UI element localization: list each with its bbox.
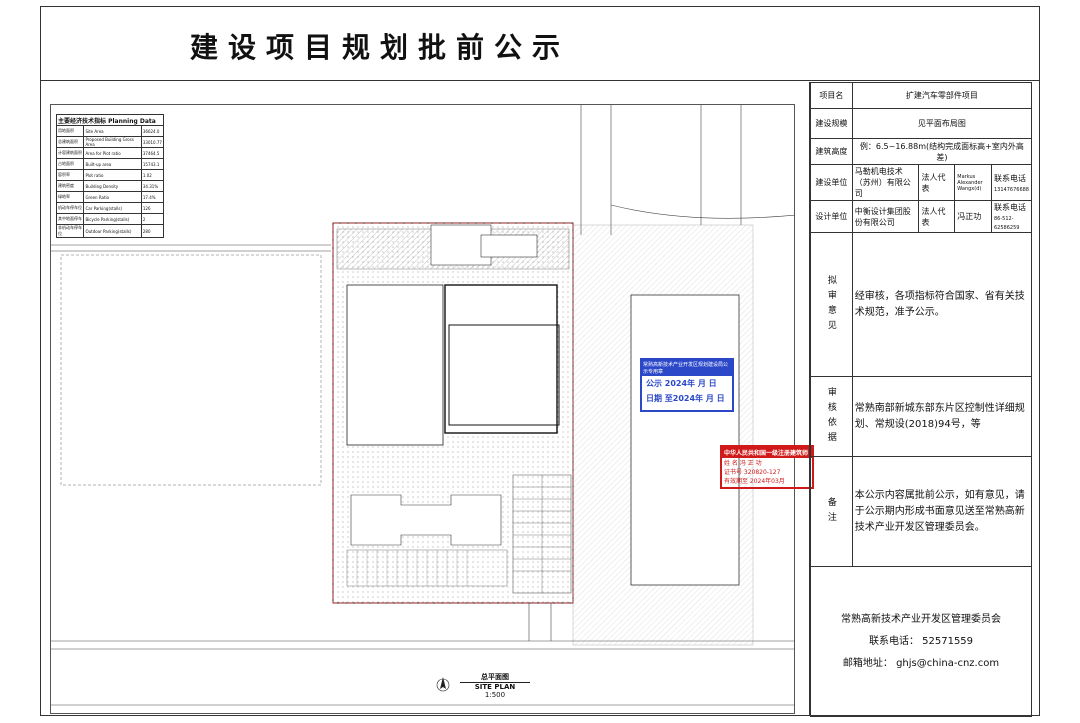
builder-value: 马勒机电技术（苏州）有限公司 [851,164,920,201]
designer-legal: 冯正功 [954,200,992,233]
publication-stamp: 常熟高新技术产业开发区规划建设局公示专用章 公示 2024年 月 日 日期 至2… [640,358,734,412]
contact-label-2: 联系电话 [994,203,1026,212]
document-sheet [40,6,1040,716]
builder-phone-value: 13147676688 [994,186,1029,193]
remarks-text: 本公示内容属批前公示，如有意见，请于公示期内形成书面意见送至常熟高新技术产业开发… [851,456,1033,567]
table-cell: 2 [140,213,165,225]
height-value: 例：6.5~16.88m(结构完成面标高+室内外高差) [851,138,1033,165]
table-cell: 容积率 [55,169,85,181]
seal-header: 中华人民共和国一级注册建筑师 [722,447,812,458]
table-cell: 37464.5 [140,147,165,159]
contact-label: 联系电话 [994,173,1026,183]
table-cell: 机动车停车位 [55,202,85,214]
table-cell: 1.02 [140,169,165,181]
seal-date: 有效期至 2024年03月 [724,478,785,485]
table-cell: Area for Plot ratio [83,147,142,159]
project-label: 项目名 [810,82,853,109]
table-cell: 36624.0 [140,125,165,137]
footer-org: 常熟高新技术产业开发区管理委员会 [841,613,1001,625]
table-cell: 34.31% [140,180,165,192]
table-cell: Green Ratio [83,191,142,203]
page-title: 建设项目规划批前公示 [189,31,570,64]
basis-text: 常熟南部新城东部东片区控制性详细规划、常规设(2018)94号，等 [851,376,1033,457]
table-cell: 总建筑面积 [55,136,85,148]
info-panel: 项目名 扩建汽车零部件项目 建设规模 见平面布局图 建筑高度 例：6.5~16.… [809,82,1033,717]
table-cell: 280 [140,224,165,238]
table-cell: 建筑密度 [55,180,85,192]
project-value: 扩建汽车零部件项目 [851,82,1033,109]
architect-seal: 中华人民共和国一级注册建筑师 姓 名 冯 正 功 证书号 320820-127 … [720,445,814,489]
review-label: 拟审意见 [810,232,853,377]
site-plan-scale: 1:500 [484,691,506,699]
footer-email: 邮箱地址： ghjs@china-cnz.com [842,657,1000,669]
site-plan-svg [51,105,794,706]
table-cell: 用地面积 [55,125,85,137]
info-table: 项目名 扩建汽车零部件项目 建设规模 见平面布局图 建筑高度 例：6.5~16.… [810,82,1033,717]
scale-label: 建设规模 [810,108,853,139]
stamp-date-end: 日期 至2024年 月 日 [646,394,725,403]
stamp-header: 常熟高新技术产业开发区规划建设局公示专用章 [642,360,732,376]
site-plan-label: 总平面图 SITE PLAN 1:500 [460,672,530,699]
table-cell: 15743.1 [140,158,165,170]
remarks-label: 备注 [810,456,853,567]
builder-legal: Markus Alexander Wangx(d) [954,164,992,201]
scale-value: 见平面布局图 [851,108,1033,139]
table-cell: 33010.77 [140,136,165,148]
table-cell: 非机动车停车位 [55,224,85,238]
designer-phone-value: 86-512-62586259 [994,216,1020,231]
content-frame [40,80,1040,716]
legal-label-2: 法人代表 [918,200,956,233]
table-cell: Building Density [83,180,142,192]
legal-label: 法人代表 [918,164,956,201]
site-plan-cn: 总平面图 [481,673,509,681]
table-cell: Built-up area [83,158,142,170]
basis-label: 审核依据 [810,376,853,457]
table-cell: 占地面积 [55,158,85,170]
table-cell: 126 [140,202,165,214]
table-cell: Proposed Building Gross Area [83,136,142,148]
builder-phone: 联系电话 13147676688 [991,164,1032,201]
footer-phone: 联系电话： 52571559 [868,635,974,647]
table-cell: 17.4% [140,191,165,203]
table-cell: 其中地面停车 [55,213,85,225]
table-cell: Outdoor Parking(stalls) [83,224,142,238]
designer-label: 设计单位 [810,200,853,233]
planning-table-header: 主要经济技术指标 Planning Data [56,114,164,126]
review-text: 经审核，各项指标符合国家、省有关技术规范，准予公示。 [851,232,1033,377]
designer-phone: 联系电话 86-512-62586259 [991,200,1032,233]
table-cell: Plot ratio [83,169,142,181]
height-label: 建筑高度 [810,138,853,165]
table-cell: Bicycle Parking(stalls) [83,213,142,225]
table-cell: Site Area [83,125,142,137]
builder-label: 建设单位 [810,164,853,201]
footer-block: 常熟高新技术产业开发区管理委员会 联系电话： 52571559 邮箱地址： gh… [810,566,1032,717]
table-cell: 计容建筑面积 [55,147,85,159]
site-plan-drawing [50,104,795,714]
stamp-date-start: 公示 2024年 月 日 [646,379,717,388]
designer-value: 中衡设计集团股份有限公司 [851,200,920,233]
site-plan-en: SITE PLAN [460,682,530,691]
table-cell: 绿地率 [55,191,85,203]
seal-name: 姓 名 冯 正 功 [724,460,762,467]
table-cell: Car Parking(stalls) [83,202,142,214]
seal-cert: 证书号 320820-127 [724,469,781,476]
